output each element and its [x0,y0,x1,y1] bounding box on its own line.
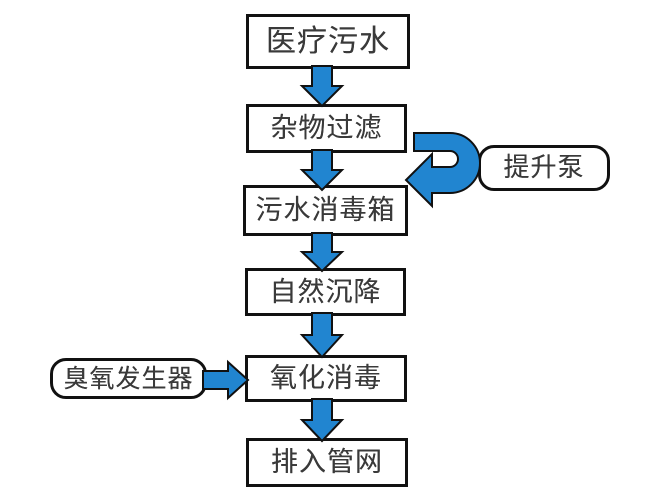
node-label-ozone-generator: 臭氧发生器 [63,364,194,393]
node-label-oxidation-disinfection: 氧化消毒 [270,363,382,394]
node-discharge-to-pipe-network[interactable]: 排入管网 [246,438,408,487]
node-label-discharge-to-pipe-network: 排入管网 [271,447,383,478]
arrow-down-tank-to-sedimentation [299,232,345,273]
node-lift-pump[interactable]: 提升泵 [478,145,610,191]
arrow-right-ozone-to-oxidation [202,359,250,401]
arrow-uturn-pump-to-tank [404,132,481,209]
arrow-down-sedimentation-to-oxidation [299,312,345,359]
node-label-natural-sedimentation: 自然沉降 [269,276,382,308]
arrow-down-oxidation-to-discharge [299,398,345,443]
node-medical-wastewater[interactable]: 医疗污水 [246,14,410,69]
node-sewage-disinfection-tank[interactable]: 污水消毒箱 [243,185,408,236]
node-label-lift-pump: 提升泵 [503,153,585,183]
node-oxidation-disinfection[interactable]: 氧化消毒 [245,355,407,402]
node-label-sewage-disinfection-tank: 污水消毒箱 [255,195,396,226]
arrow-down-wastewater-to-filter [299,65,345,108]
node-ozone-generator[interactable]: 臭氧发生器 [50,358,207,399]
node-label-debris-filter: 杂物过滤 [270,113,383,144]
node-label-medical-wastewater: 医疗污水 [266,23,390,59]
node-natural-sedimentation[interactable]: 自然沉降 [245,268,406,316]
node-debris-filter[interactable]: 杂物过滤 [246,104,407,153]
